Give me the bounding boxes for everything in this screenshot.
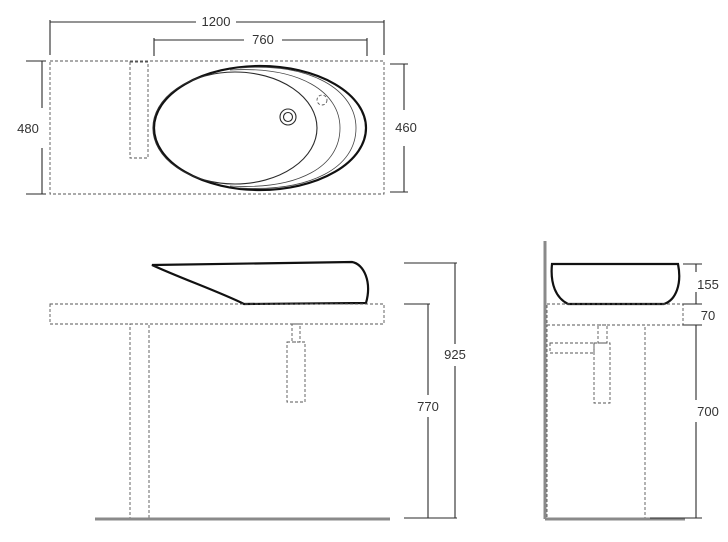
label-1200: 1200 — [202, 14, 231, 29]
top-view-basin-inner-rim-1 — [239, 66, 357, 189]
dimension-760: 760 — [153, 32, 368, 56]
label-770: 770 — [417, 399, 439, 414]
top-view-support-leg — [129, 61, 149, 159]
top-view-drain-outer — [279, 108, 297, 126]
label-155: 155 — [697, 277, 719, 292]
dimension-770: 770 — [404, 303, 439, 518]
label-70: 70 — [701, 308, 715, 323]
front-view-leg — [129, 323, 150, 519]
top-view: 1200 760 480 460 — [17, 14, 417, 195]
top-view-overflow — [316, 94, 328, 106]
side-view-drain-pipe — [549, 342, 595, 354]
dimension-700: 700 — [650, 325, 719, 519]
dimension-1200: 1200 — [49, 14, 385, 55]
top-view-basin-outer-rim — [152, 64, 368, 192]
front-view-basin — [151, 260, 370, 306]
top-view-basin-bowl — [152, 71, 318, 185]
side-view-drain-trap — [593, 342, 611, 404]
front-view-counter — [49, 303, 385, 325]
front-view-drain-trap — [286, 341, 306, 403]
front-view: 925 770 — [49, 260, 466, 521]
top-view-counter-outline — [49, 60, 385, 195]
label-700: 700 — [697, 404, 719, 419]
front-view-drain-neck — [291, 323, 301, 343]
dimension-925: 925 — [404, 262, 466, 519]
side-view: 155 70 700 — [543, 241, 719, 521]
dimension-155: 155 — [683, 263, 719, 304]
side-view-leg — [546, 324, 646, 519]
label-480: 480 — [17, 121, 39, 136]
side-view-drain-neck — [597, 324, 608, 344]
label-760: 760 — [252, 32, 274, 47]
top-view-basin-inner-rim-2 — [229, 69, 341, 187]
dimension-480: 480 — [17, 60, 46, 195]
side-view-basin — [550, 262, 681, 306]
dimension-70: 70 — [683, 303, 715, 326]
label-460: 460 — [395, 120, 417, 135]
label-925: 925 — [444, 347, 466, 362]
dimension-460: 460 — [390, 63, 417, 193]
top-view-drain-inner — [282, 111, 294, 123]
side-view-counter — [546, 303, 684, 326]
